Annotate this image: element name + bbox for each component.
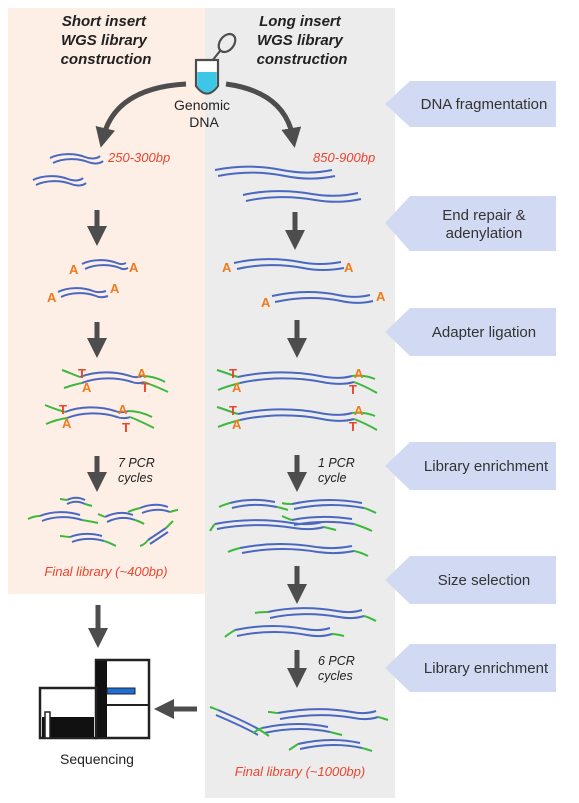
long-adenylated-fragments: A A A A	[222, 258, 386, 310]
base-t: T	[349, 419, 357, 434]
base-a: A	[344, 260, 354, 275]
base-a: A	[232, 380, 242, 395]
long-enriched-library	[209, 498, 377, 557]
base-t: T	[78, 366, 86, 381]
step-dna-fragmentation: DNA fragmentation	[385, 81, 556, 127]
base-a: A	[137, 366, 147, 381]
step-label: End repair &	[442, 207, 525, 224]
short-fragmented-dna	[32, 153, 104, 187]
base-t: T	[122, 420, 130, 435]
step-label: Library enrichment	[424, 660, 549, 677]
curved-arrow-short	[95, 81, 187, 148]
short-insert-panel	[8, 8, 205, 594]
step-size-selection: Size selection	[385, 556, 556, 604]
base-t: T	[141, 380, 149, 395]
base-t: T	[229, 403, 237, 418]
step-adapter-ligation: Adapter ligation	[385, 308, 556, 356]
step-label: DNA fragmentation	[421, 96, 548, 113]
step-library-enrichment-2: Library enrichment	[385, 644, 556, 692]
long-size-selected-fragments	[224, 607, 377, 638]
base-a: A	[118, 402, 128, 417]
base-a: A	[376, 289, 386, 304]
base-a: A	[354, 366, 364, 381]
genomic-dna-label: Genomic DNA	[174, 97, 234, 130]
base-a: A	[129, 260, 139, 275]
step-library-enrichment-1: Library enrichment	[385, 442, 556, 490]
base-a: A	[82, 380, 92, 395]
long-final-library: Final library (~1000bp)	[235, 764, 365, 779]
short-final-library: Final library (~400bp)	[44, 564, 167, 579]
long-fragmented-dna	[214, 165, 362, 203]
step-label: Library enrichment	[424, 458, 549, 475]
curved-arrow-long	[225, 81, 302, 148]
step-label: Size selection	[438, 572, 531, 589]
base-t: T	[229, 366, 237, 381]
base-a: A	[47, 290, 57, 305]
base-a: A	[69, 262, 79, 277]
long-pcr1-label: 1 PCR cycle	[318, 456, 358, 485]
step-label: adenylation	[446, 225, 523, 242]
base-a: A	[62, 416, 72, 431]
base-a: A	[354, 403, 364, 418]
base-a: A	[110, 281, 120, 296]
step-end-repair-adenylation: End repair & adenylation	[385, 196, 556, 251]
base-a: A	[232, 417, 242, 432]
base-t: T	[349, 382, 357, 397]
long-fragment-size: 850-900bp	[313, 150, 375, 165]
short-pcr-label: 7 PCR cycles	[118, 456, 158, 485]
short-ligated-fragments: T A A T T A A T	[44, 366, 169, 435]
long-ligated-fragments: T A A T T A A T	[216, 366, 378, 434]
short-insert-title: Short insert WGS library construction	[61, 13, 152, 68]
short-fragment-size: 250-300bp	[107, 150, 170, 165]
base-t: T	[59, 402, 67, 417]
base-a: A	[222, 260, 232, 275]
base-a: A	[261, 295, 271, 310]
step-label: Adapter ligation	[432, 324, 536, 341]
sequencing-label: Sequencing	[60, 751, 134, 767]
short-adenylated-fragments: A A A A	[47, 259, 139, 305]
long-pcr2-label: 6 PCR cycles	[318, 654, 358, 683]
genomic-dna-tube-icon	[194, 32, 237, 95]
long-final-library-fragments	[209, 706, 389, 752]
sequencer-machine-icon	[38, 658, 151, 740]
short-enriched-library	[27, 496, 179, 547]
long-insert-title: Long insert WGS library construction	[257, 13, 348, 68]
